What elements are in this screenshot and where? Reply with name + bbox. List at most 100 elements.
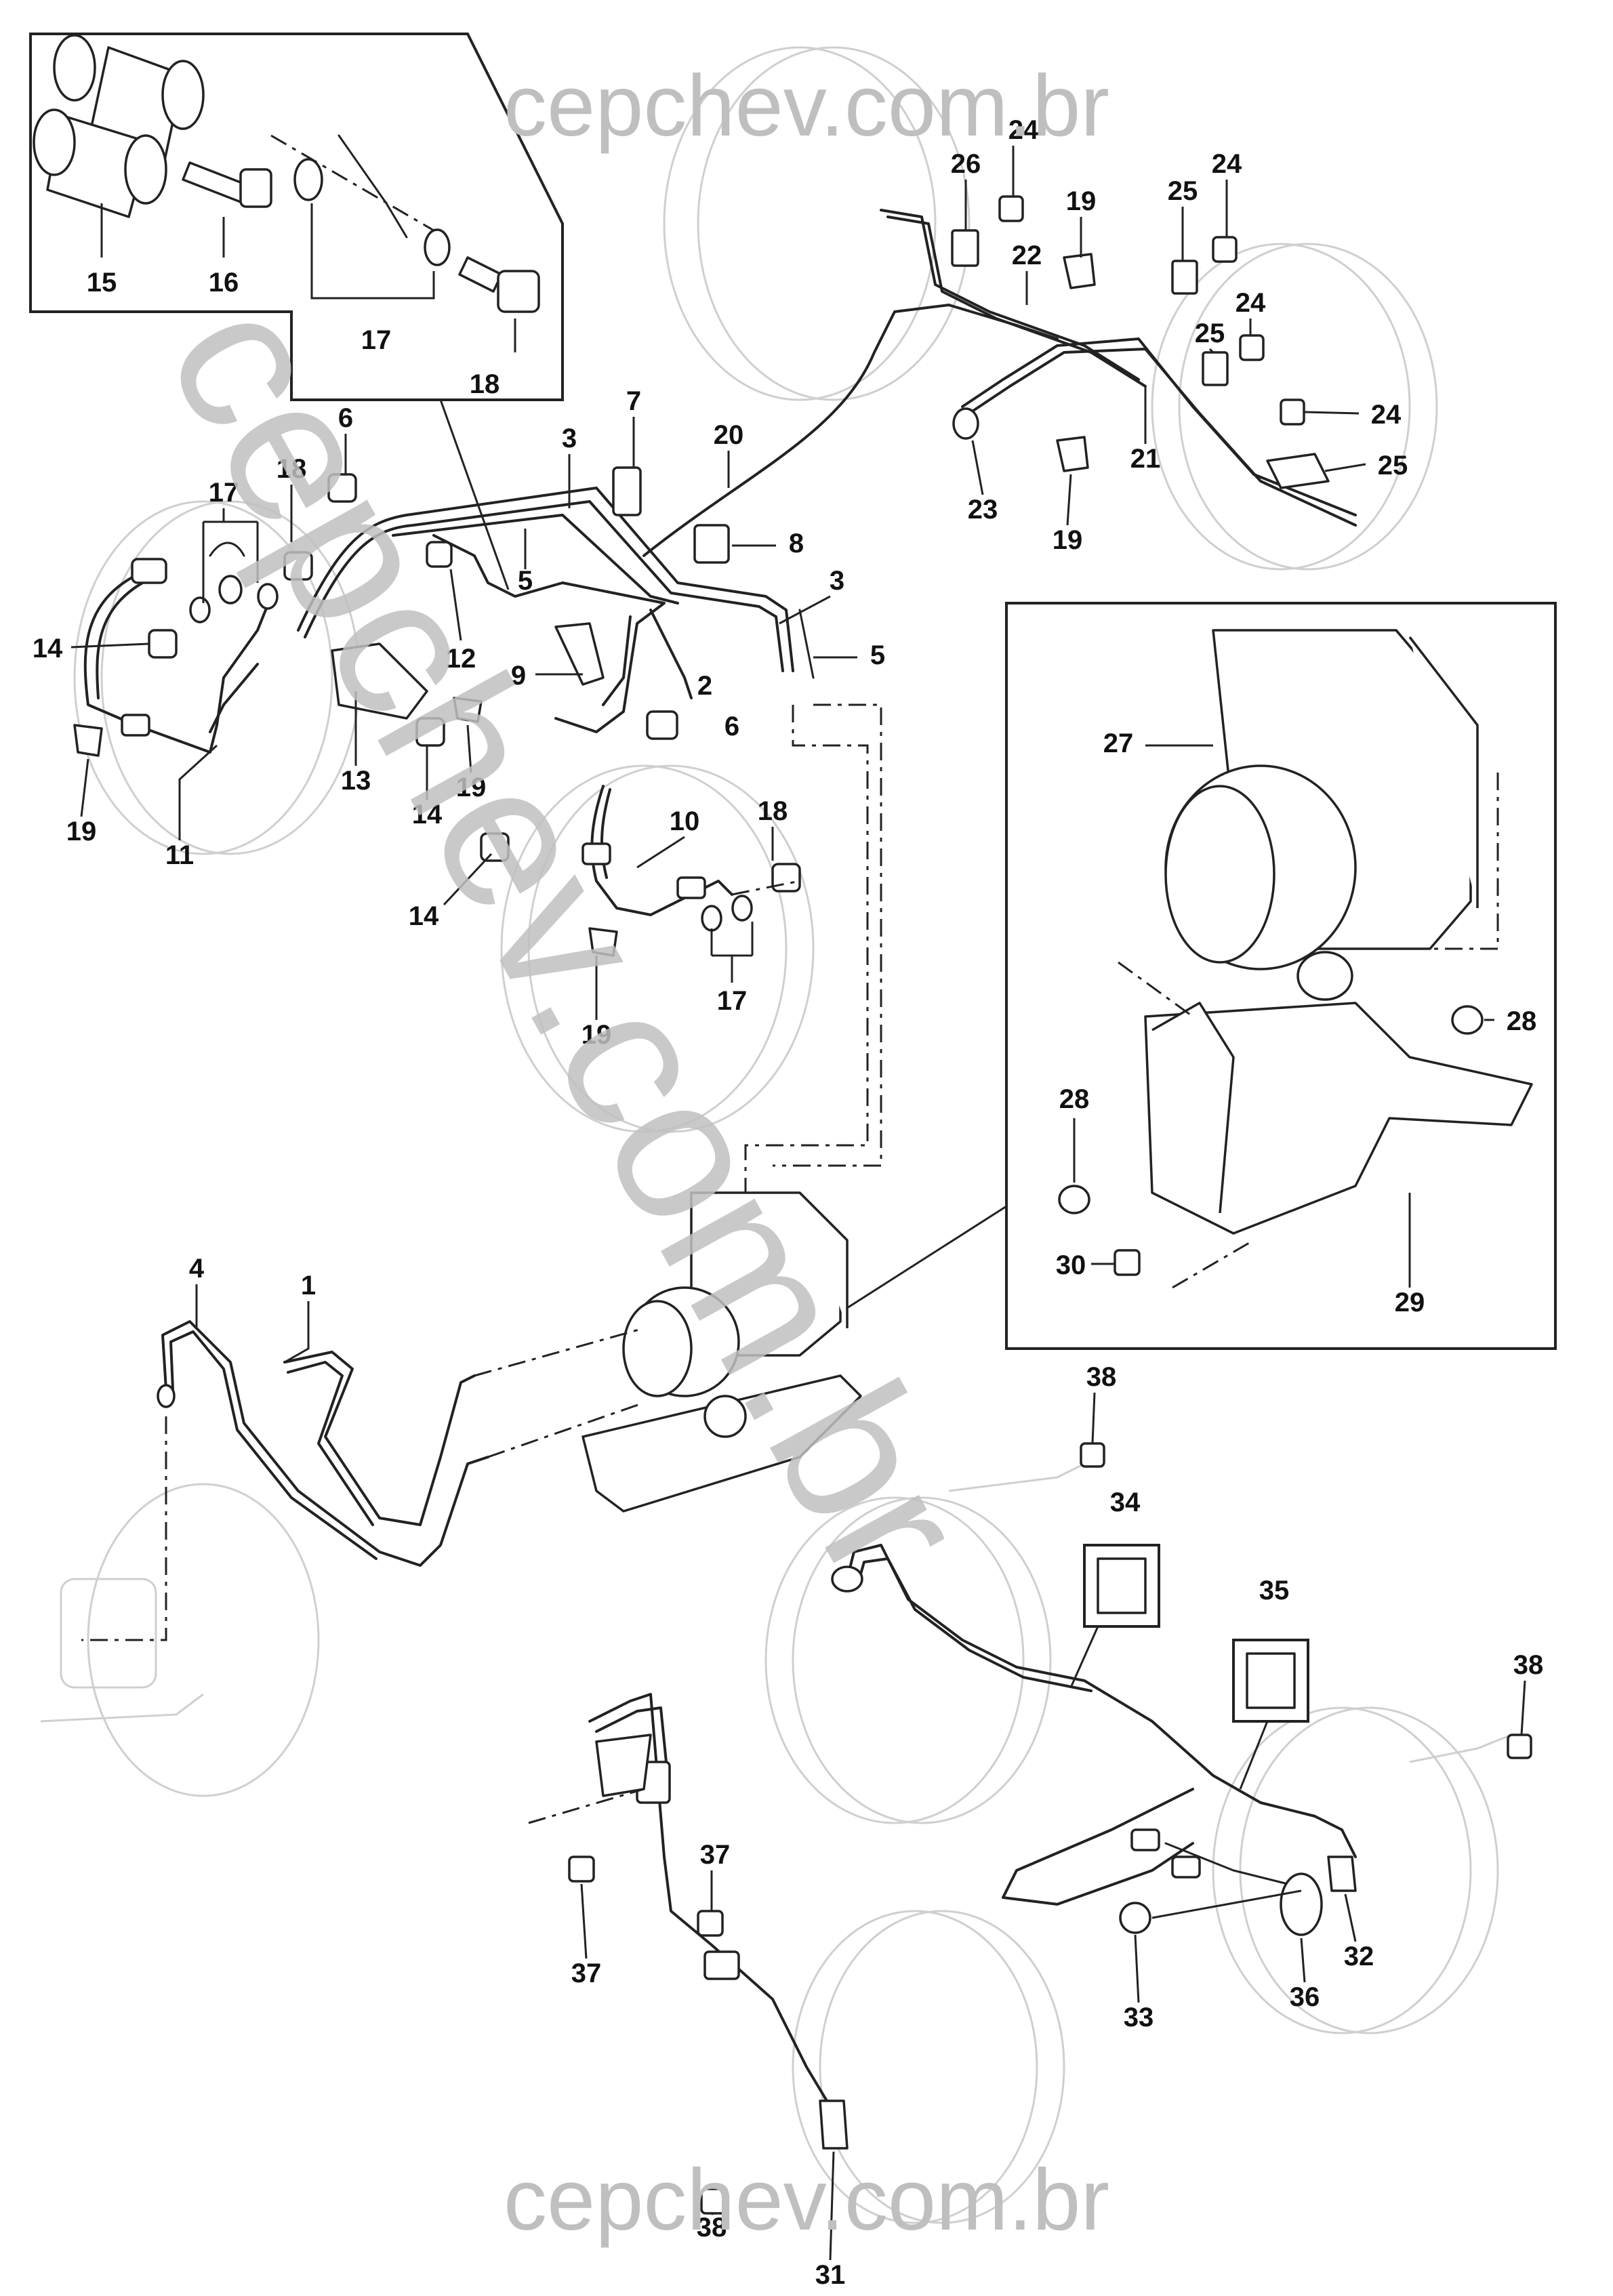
grommet-15	[33, 34, 205, 218]
assembly-line	[270, 134, 434, 232]
callout-6b: 6	[724, 712, 739, 741]
clip-19-mid	[453, 697, 483, 723]
watermark-top: cepchev.com.br	[504, 58, 1109, 155]
bracket-26	[951, 229, 979, 267]
callout-2: 2	[697, 671, 712, 701]
callout-1: 1	[301, 1271, 316, 1300]
callout-19a: 19	[66, 817, 97, 846]
callout-17c: 17	[717, 986, 748, 1016]
washer-17	[293, 158, 323, 201]
callout-24d: 24	[1371, 400, 1402, 430]
callout-3: 3	[562, 424, 577, 453]
callout-6: 6	[338, 403, 353, 433]
leader-17-top	[310, 203, 435, 300]
bolt-16	[182, 161, 272, 208]
callout-9: 9	[511, 661, 526, 691]
assembly-line-master-c	[487, 1401, 645, 1458]
clip-19-right	[588, 927, 618, 957]
callout-20: 20	[714, 420, 744, 450]
bracket-9	[554, 622, 605, 686]
callout-13: 13	[341, 766, 371, 796]
assembly-line-center	[744, 705, 869, 1233]
bolt-38b	[1080, 1442, 1105, 1468]
callout-17a: 17	[361, 325, 392, 355]
front-wheel-speed-sensor-harness	[588, 1693, 849, 2150]
bolt-14-right	[480, 832, 510, 862]
callout-28a: 28	[1507, 1006, 1537, 1036]
callout-19d: 19	[1066, 186, 1097, 216]
background-ghost-outlines	[40, 46, 1512, 2224]
callout-19e: 19	[1053, 525, 1083, 555]
bolt-18	[458, 256, 540, 313]
callout-24a: 24	[1008, 115, 1039, 145]
callout-4: 4	[189, 1254, 205, 1284]
callout-31: 31	[815, 2260, 846, 2290]
callout-12: 12	[446, 644, 476, 674]
clip-6-top	[327, 473, 357, 503]
callout-3b: 3	[830, 566, 844, 596]
bolt-24d	[1280, 398, 1305, 426]
brake-pipe-bundle	[297, 487, 815, 733]
bolt-37b	[697, 1910, 724, 1937]
pipe-20	[642, 304, 1059, 557]
bolt-38a	[700, 2188, 727, 2215]
leader-frame-to-abs	[846, 1205, 1007, 1309]
callout-38a: 38	[697, 2213, 727, 2242]
clip-6-mid	[646, 710, 678, 740]
nut-28b	[1058, 1185, 1090, 1214]
callout-18a: 18	[470, 369, 500, 399]
nut-28a	[1451, 1005, 1484, 1035]
callout-18b: 18	[277, 454, 307, 484]
clip-12	[426, 541, 453, 568]
bolt-24a	[998, 195, 1024, 222]
clip-8	[693, 524, 730, 564]
ring-33	[1119, 1902, 1151, 1934]
callout-19b: 19	[456, 773, 487, 802]
callout-28b: 28	[1059, 1084, 1090, 1114]
callout-14a: 14	[33, 634, 63, 663]
callout-17b: 17	[209, 478, 239, 508]
callout-15: 15	[87, 268, 117, 298]
callout-26: 26	[951, 149, 981, 179]
callout-30: 30	[1056, 1250, 1086, 1280]
watermark-diagonal: cepchev.com.br	[124, 263, 1013, 1616]
callout-29: 29	[1395, 1288, 1425, 1317]
callout-35: 35	[1259, 1576, 1290, 1605]
master-cylinder-pipes	[157, 1320, 489, 1567]
callout-14c: 14	[409, 901, 439, 931]
bolt-30	[1114, 1249, 1141, 1276]
leader-33-36	[1151, 1889, 1302, 1919]
hose-end-ghost	[338, 134, 408, 239]
washer-17b	[424, 228, 451, 266]
callout-34: 34	[1110, 1488, 1141, 1517]
callout-24b: 24	[1212, 149, 1242, 179]
callout-32: 32	[1344, 1942, 1374, 1971]
callout-25b: 25	[1195, 319, 1225, 348]
callout-38c: 38	[1513, 1650, 1544, 1680]
callout-25a: 25	[1168, 176, 1198, 206]
bolt-14-left	[148, 629, 178, 659]
callout-22: 22	[1012, 241, 1042, 270]
assembly-line-master	[81, 1416, 167, 1641]
clip-19-rear-mid	[1056, 436, 1089, 472]
clip-35-inset	[1232, 1639, 1309, 1723]
callout-11: 11	[165, 840, 194, 870]
assembly-line-detail-b	[1118, 961, 1193, 1018]
bracket-25b	[1202, 351, 1229, 386]
bolt-24c	[1239, 334, 1265, 361]
callout-37b: 37	[700, 1840, 731, 1870]
callout-16: 16	[209, 268, 239, 298]
front-left-hose-assembly	[83, 541, 279, 754]
front-right-hose-assembly	[581, 785, 753, 932]
callout-38b: 38	[1086, 1362, 1117, 1392]
bolt-24b	[1212, 236, 1238, 263]
callout-36: 36	[1290, 1982, 1320, 2012]
assembly-line-master-b	[474, 1327, 645, 1377]
bracket-25a	[1171, 260, 1198, 295]
callout-leader-lines	[70, 146, 1526, 2261]
abs-modulator-detail	[1144, 629, 1533, 1235]
callout-24c: 24	[1236, 288, 1266, 318]
nut-23	[952, 407, 979, 440]
callout-27: 27	[1103, 729, 1134, 758]
